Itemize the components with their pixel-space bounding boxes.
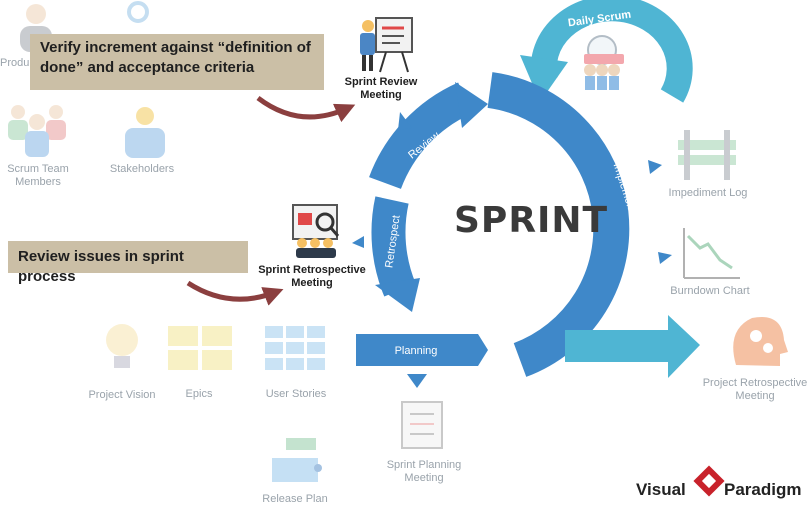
project-retrospective-meeting-label: Project Retrospective Meeting — [696, 377, 811, 402]
project-vision-label: Project Vision — [88, 389, 156, 401]
review-issues-callout: Review issues in sprint process — [8, 241, 248, 285]
release-plan-label: Release Plan — [262, 493, 328, 505]
scrum-team-line-1: Scrum Team — [7, 163, 69, 175]
sprint-review-meeting-icon — [360, 17, 413, 73]
epics-icon — [168, 326, 232, 370]
scrum-team-line-2: Members — [15, 175, 61, 188]
brand-paradigm-text: Paradigm — [724, 480, 802, 499]
sprint-review-meeting-line-2: Meeting — [360, 88, 402, 101]
sprint-review-meeting-label: Sprint Review Meeting — [336, 76, 426, 101]
project-vision-icon — [106, 324, 138, 368]
visual-paradigm-logo-icon — [693, 465, 725, 497]
stakeholders-icon — [125, 107, 165, 158]
sprint-retrospective-line-1: Sprint Retrospective — [258, 264, 366, 276]
daily-scrum-loop — [520, 0, 693, 103]
verify-callout-line-2: done” and acceptance criteria — [40, 58, 255, 76]
review-issues-callout-text: Review issues in sprint process — [18, 248, 184, 285]
stakeholders-label: Stakeholders — [109, 163, 175, 175]
product-owner-label: Produ — [0, 57, 30, 69]
project-retrospective-icon — [733, 316, 788, 366]
sprint-retrospective-meeting-label: Sprint Retrospective Meeting — [255, 264, 369, 289]
callout-arrow-review — [256, 96, 356, 123]
sprint-retrospective-meeting-icon — [292, 204, 340, 258]
sprint-planning-line-2: Meeting — [404, 471, 444, 484]
burndown-chart-icon — [683, 228, 740, 279]
burndown-chart-label: Burndown Chart — [670, 285, 750, 297]
flow-markers — [352, 112, 672, 388]
release-plan-icon — [272, 438, 322, 482]
sprint-planning-line-1: Sprint Planning — [386, 459, 462, 471]
scrum-team-icon — [8, 105, 66, 157]
project-retrospective-line-2: Meeting — [735, 389, 775, 402]
phase-planning-label: Planning — [395, 345, 438, 357]
daily-scrum-icon — [584, 35, 624, 90]
sprint-review-meeting-line-1: Sprint Review — [344, 76, 418, 88]
brand-visual-text: Visual — [636, 480, 686, 499]
epics-label: Epics — [185, 388, 213, 400]
user-stories-label: User Stories — [265, 388, 327, 400]
project-retrospective-line-1: Project Retrospective — [702, 377, 808, 389]
callout-arrow-retrospective — [186, 280, 284, 306]
scrum-team-label: Scrum Team Members — [0, 163, 78, 188]
impediment-log-label: Impediment Log — [668, 187, 748, 199]
sprint-retrospective-line-2: Meeting — [291, 276, 333, 289]
sprint-planning-meeting-icon — [401, 401, 443, 449]
sprint-planning-meeting-label: Sprint Planning Meeting — [374, 459, 474, 484]
impediment-log-icon — [678, 130, 736, 180]
verify-callout-line-1: Verify increment against “definition of — [40, 39, 311, 56]
sprint-cycle-ring — [356, 72, 700, 378]
sprint-title: SPRINT — [454, 200, 609, 241]
scrum-master-icon — [127, 1, 149, 23]
verify-callout: Verify increment against “definition of … — [30, 34, 324, 90]
user-stories-icon — [265, 326, 325, 370]
